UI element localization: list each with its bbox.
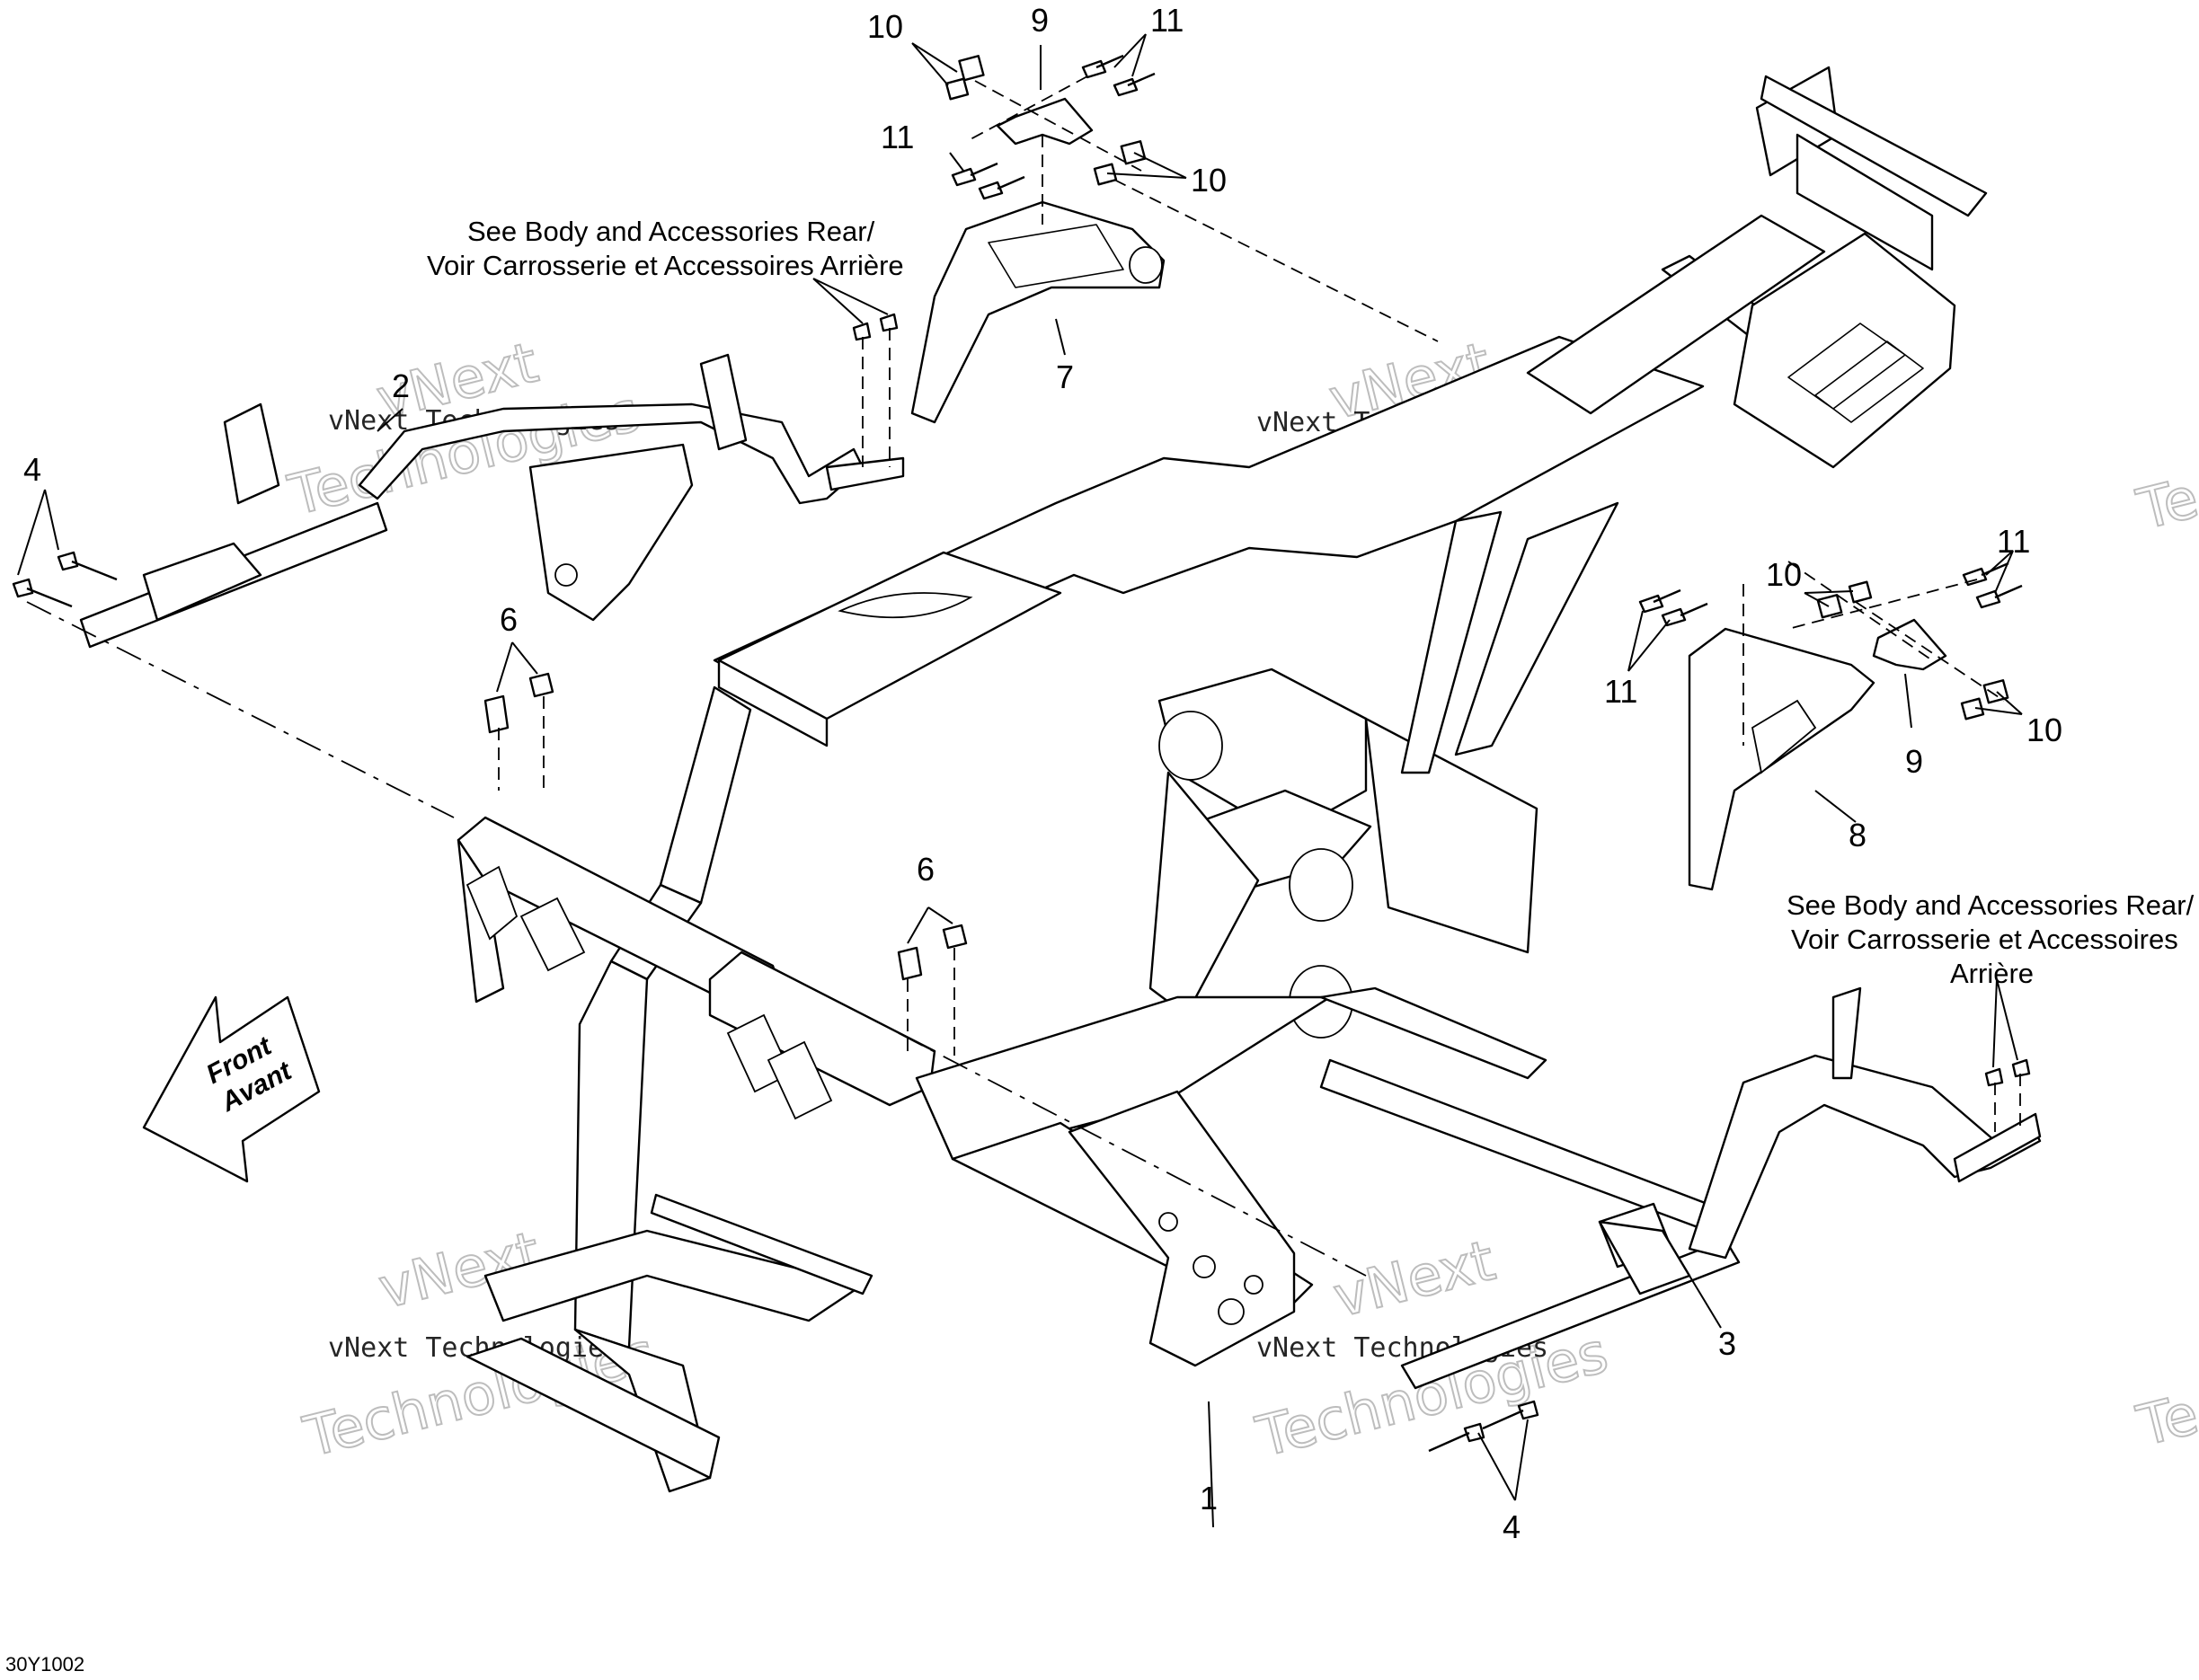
callout-10-right-upper: 10 [1766,556,1802,593]
callout-10-top-left: 10 [867,8,903,45]
part-6-nuts-left [483,672,554,734]
part-7-bracket [910,200,1166,424]
callout-3: 3 [1718,1325,1736,1362]
part-3-right-tube [1400,986,2042,1390]
callout-11-top-right: 11 [1150,2,1184,39]
front-direction-arrow: Front Avant [142,995,321,1183]
note-rear-right-line3: Arrière [1950,958,2034,989]
hardware-top [852,54,1156,341]
assembly-lines [26,75,2021,1277]
note-rear-right-line2: Voir Carrosserie et Accessoires [1791,924,2178,955]
part-6-nuts-center [897,924,968,981]
callout-2: 2 [392,367,410,404]
callout-6-left: 6 [500,601,518,638]
note-rear-right-line1: See Body and Accessories Rear/ [1787,889,2195,921]
callout-9-top: 9 [1031,2,1049,39]
callout-11-right-upper: 11 [1997,523,2030,560]
watermark-big-technologies: Technologies [2131,1308,2199,1458]
drawing-code: 30Y1002 [5,1653,84,1676]
watermark-big-vnext: vNext [1327,1227,1501,1331]
note-rear-top-line1: See Body and Accessories Rear/ [467,216,875,247]
main-frame [457,66,1988,1493]
callout-4-left: 4 [23,451,41,488]
callout-8: 8 [1849,817,1866,853]
watermark-big-technologies: Technologies [2131,392,2199,542]
callout-4-right: 4 [1503,1508,1521,1545]
part-8-bracket [1688,627,1875,891]
hardware-part4 [12,551,1539,1453]
callout-6-center: 6 [917,851,935,888]
callout-11-top-left: 11 [881,119,914,155]
callout-11-right-lower: 11 [1604,673,1637,710]
part-9-bracket-top [996,97,1094,146]
part-2-left-tube [79,353,905,649]
callout-numbers: 1 2 3 4 4 6 6 7 8 9 9 10 10 10 10 11 11 … [23,2,2062,1545]
note-rear-top-line2: Voir Carrosserie et Accessoires Arrière [427,250,904,281]
callout-10-top-right: 10 [1191,162,1227,199]
reference-notes: See Body and Accessories Rear/ Voir Carr… [427,216,2195,989]
callout-9-right: 9 [1905,743,1923,780]
leader-lines [17,33,2023,1528]
callout-7: 7 [1056,358,1074,395]
callout-10-right-lower: 10 [2026,712,2062,748]
callout-1: 1 [1200,1480,1218,1516]
